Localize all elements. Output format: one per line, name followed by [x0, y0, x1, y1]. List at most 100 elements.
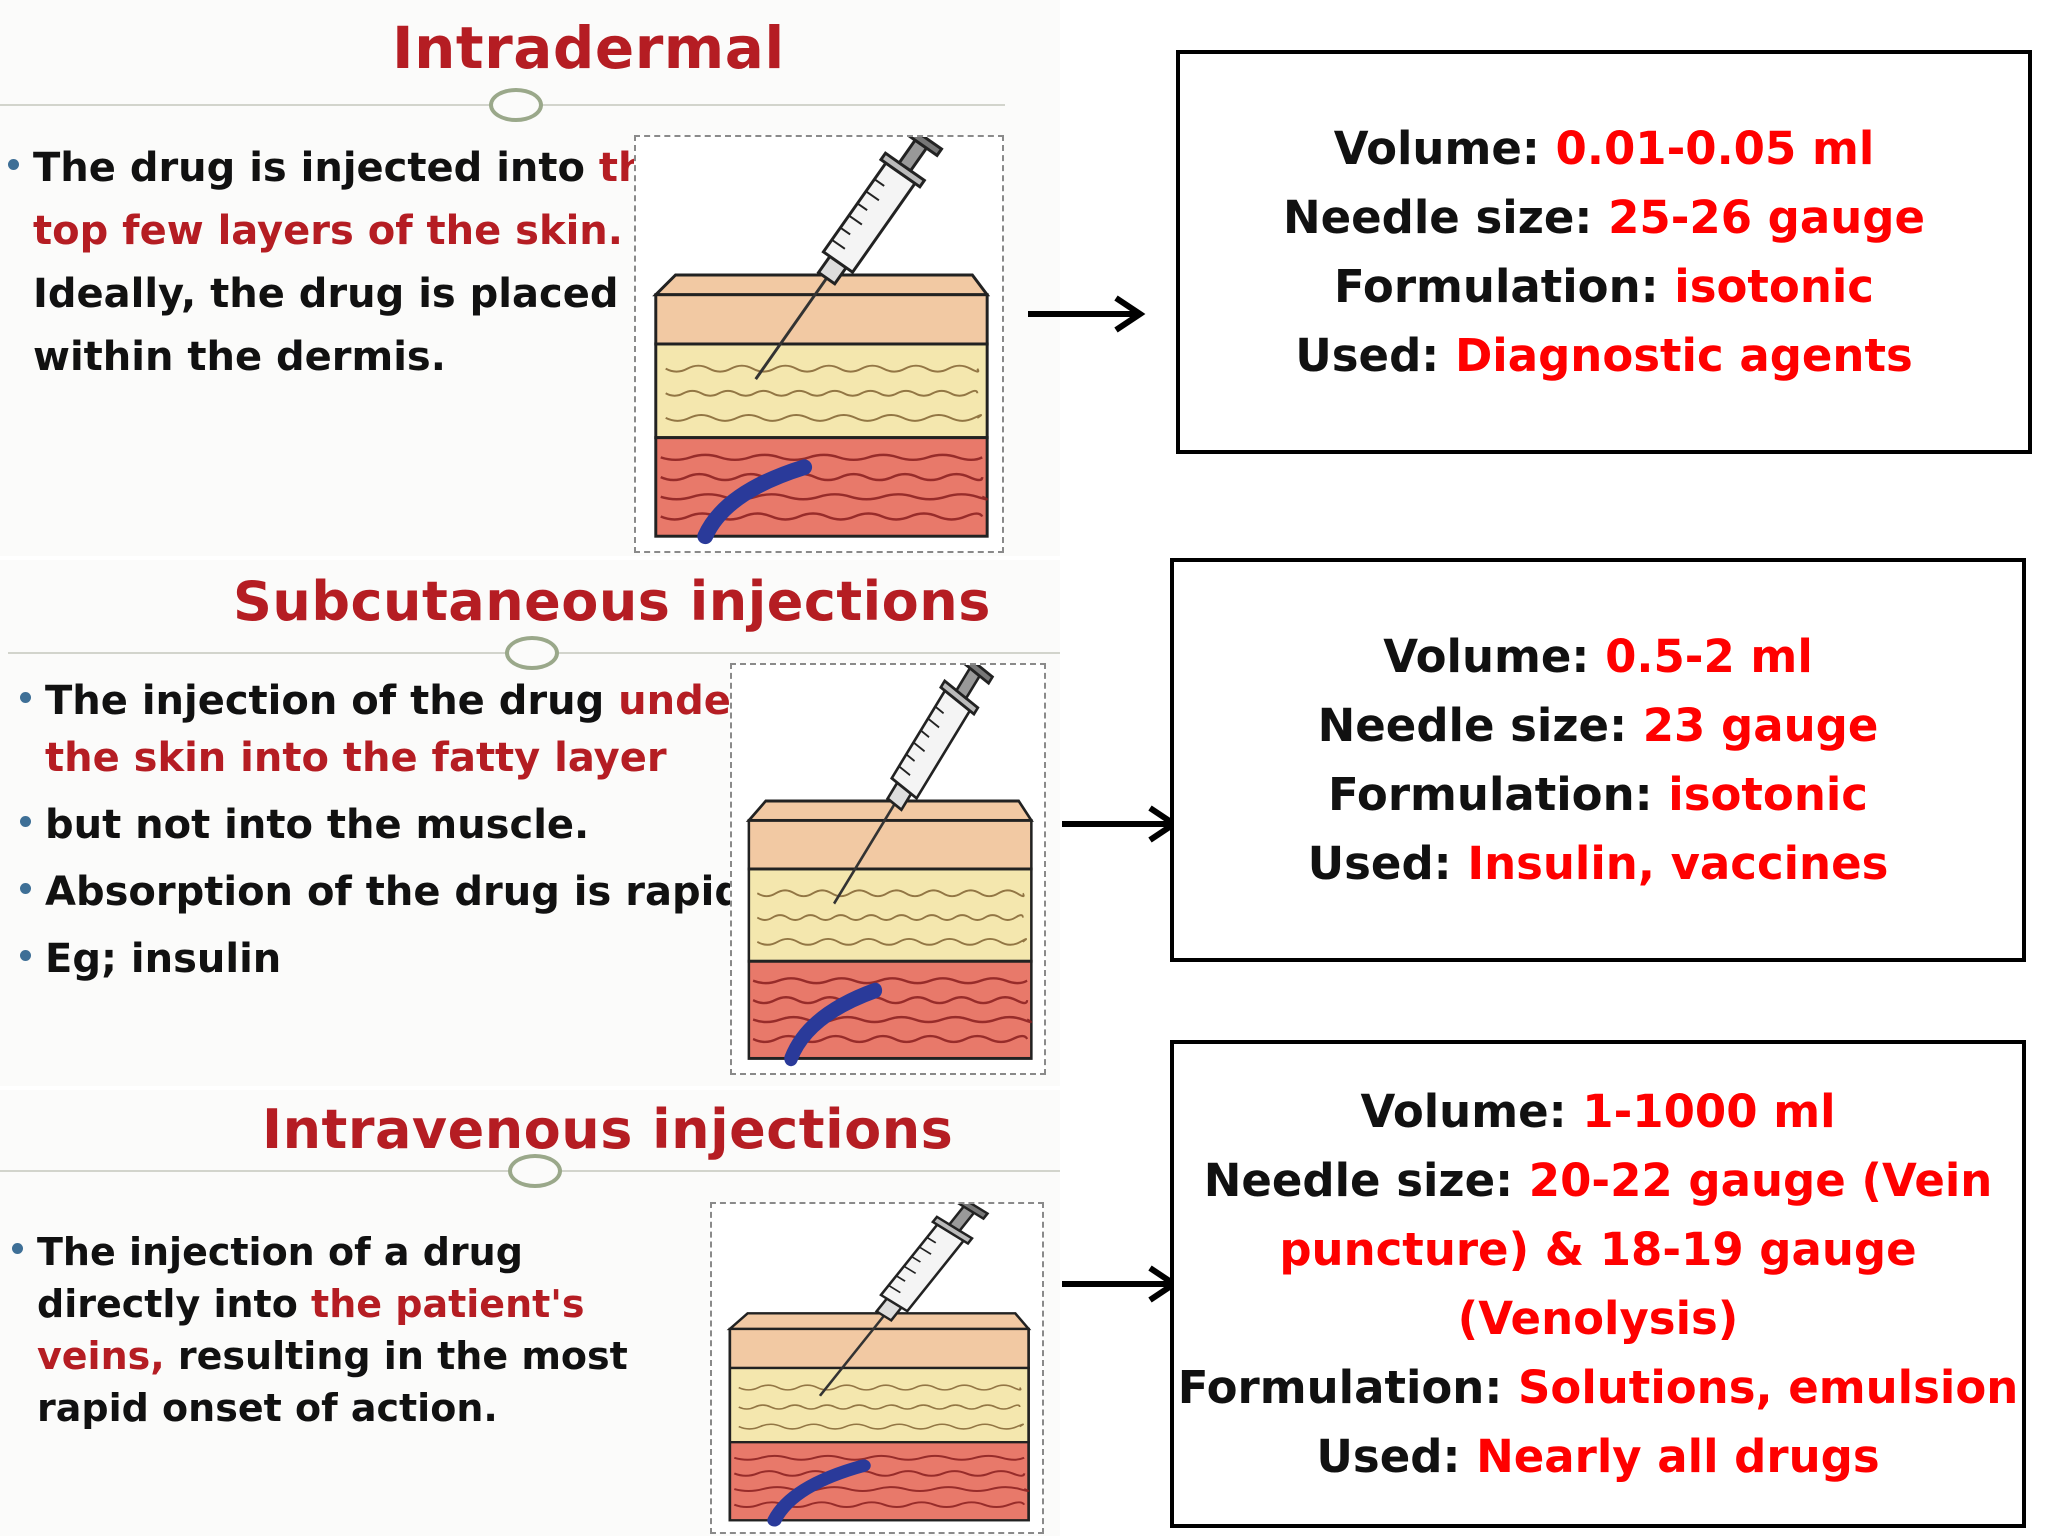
bullet-text: The injection of the drug: [45, 678, 619, 724]
detail-row: Volume: 1-1000 ml: [1360, 1077, 1835, 1146]
bullet-dot-icon: [12, 1243, 23, 1254]
detail-value: 25-26 gauge: [1608, 191, 1926, 244]
detail-value: Insulin, vaccines: [1467, 837, 1889, 890]
intradermal-panel: Intradermal The drug is injected into th…: [0, 0, 1060, 556]
bullet-text: Ideally, the drug is placed: [33, 271, 619, 317]
detail-label: Used:: [1307, 837, 1468, 890]
highlighted-text: under: [618, 678, 751, 724]
bullet-line: Absorption of the drug is rapid.: [20, 864, 758, 921]
detail-row: Needle size: 25-26 gauge: [1283, 183, 1925, 252]
bullet-line: the skin into the fatty layer: [20, 730, 758, 787]
bullet-text: directly into: [37, 1282, 312, 1326]
intravenous-details-box: Volume: 1-1000 ml Needle size: 20-22 gaug…: [1170, 1040, 2026, 1528]
subcutaneous-panel: Subcutaneous injections The injection of…: [0, 560, 1060, 1086]
bullet-line: veins, resulting in the most: [12, 1330, 628, 1382]
detail-label: Formulation:: [1177, 1361, 1519, 1414]
detail-label: Needle size:: [1203, 1154, 1529, 1207]
bullet-text: Absorption of the drug is rapid.: [45, 869, 759, 915]
syringe-skin-layers-illustration: [730, 663, 1046, 1075]
detail-label: Volume:: [1333, 122, 1556, 175]
detail-row: Volume: 0.5-2 ml: [1383, 622, 1813, 691]
detail-label: Volume:: [1383, 630, 1606, 683]
bullet-text: The injection of a drug: [37, 1230, 523, 1274]
bullet-line: but not into the muscle.: [20, 797, 758, 854]
highlighted-text: top few layers of the skin.: [33, 208, 623, 254]
subcutaneous-title: Subcutaneous injections: [233, 570, 991, 633]
bullet-item: The injection of the drug under the skin …: [20, 673, 758, 787]
bullet-item: Absorption of the drug is rapid.: [20, 864, 758, 921]
right-arrow-icon: [1028, 295, 1146, 333]
highlighted-text: the patient's: [311, 1282, 585, 1326]
bullet-line: directly into the patient's: [12, 1278, 628, 1330]
detail-row: puncture) & 18-19 gauge: [1279, 1215, 1916, 1284]
bullet-text: but not into the muscle.: [45, 802, 590, 848]
detail-value: 0.01-0.05 ml: [1555, 122, 1875, 175]
bullet-dot-icon: [20, 949, 31, 961]
bullet-item: The drug is injected into the top few lay…: [8, 137, 674, 389]
bullet-line: Eg; insulin: [20, 931, 758, 988]
detail-value: Nearly all drugs: [1476, 1430, 1880, 1483]
detail-value: 23 gauge: [1642, 699, 1879, 752]
detail-value: 1-1000 ml: [1582, 1085, 1836, 1138]
syringe-icon: [833, 665, 995, 905]
bullet-line: rapid onset of action.: [12, 1382, 628, 1434]
bullet-dot-icon: [20, 882, 31, 894]
bullet-dot-icon: [8, 158, 19, 170]
detail-row: Needle size: 23 gauge: [1318, 691, 1879, 760]
bullet-text: rapid onset of action.: [37, 1386, 498, 1430]
detail-row: Formulation: isotonic: [1328, 760, 1868, 829]
detail-label: Volume:: [1360, 1085, 1583, 1138]
bullet-text: Eg; insulin: [45, 936, 282, 982]
divider-ring-icon: [508, 1154, 562, 1188]
bullet-text: The drug is injected into: [33, 145, 599, 191]
right-arrow-icon: [1062, 1265, 1180, 1303]
detail-label: Needle size:: [1317, 699, 1643, 752]
detail-label: Used:: [1295, 329, 1455, 382]
divider-ring-icon: [489, 88, 543, 122]
intravenous-title: Intravenous injections: [262, 1098, 954, 1161]
subcutaneous-bullets: The injection of the drug under the skin …: [20, 673, 758, 988]
bullet-line: top few layers of the skin.: [8, 200, 674, 263]
detail-value: (Venolysis): [1457, 1292, 1739, 1345]
vein: [697, 459, 813, 545]
bullet-line: The injection of the drug under: [20, 673, 758, 730]
detail-value: isotonic: [1674, 260, 1874, 313]
detail-value: Solutions, emulsion: [1518, 1361, 2019, 1414]
highlighted-text: the skin into the fatty layer: [45, 735, 667, 781]
intradermal-title: Intradermal: [392, 14, 785, 82]
detail-value: Diagnostic agents: [1454, 329, 1913, 382]
highlighted-text: veins,: [37, 1334, 165, 1378]
vein: [767, 1459, 871, 1527]
bullet-dot-icon: [20, 691, 31, 703]
syringe-icon: [818, 1204, 990, 1397]
detail-value: 0.5-2 ml: [1605, 630, 1813, 683]
bullet-line: Ideally, the drug is placed: [8, 263, 674, 326]
vein: [784, 982, 883, 1067]
intravenous-panel: Intravenous injections The injection of …: [0, 1090, 1060, 1536]
detail-value: puncture) & 18-19 gauge: [1279, 1223, 1917, 1276]
detail-label: Formulation:: [1334, 260, 1675, 313]
bullet-item: Eg; insulin: [20, 931, 758, 988]
syringe-icon: [754, 137, 944, 380]
detail-row: Formulation: Solutions, emulsion: [1178, 1353, 2019, 1422]
syringe-skin-layers-illustration: [634, 135, 1004, 553]
divider-ring-icon: [505, 636, 559, 670]
right-arrow-icon: [1062, 805, 1180, 843]
detail-row: Volume: 0.01-0.05 ml: [1334, 114, 1875, 183]
detail-row: (Venolysis): [1458, 1284, 1739, 1353]
detail-label: Used:: [1316, 1430, 1477, 1483]
bullet-dot-icon: [20, 815, 31, 827]
bullet-item: but not into the muscle.: [20, 797, 758, 854]
detail-value: 20-22 gauge (Vein: [1528, 1154, 1993, 1207]
detail-value: isotonic: [1668, 768, 1868, 821]
bullet-text: resulting in the most: [164, 1334, 628, 1378]
detail-row: Used: Insulin, vaccines: [1308, 829, 1889, 898]
bullet-line: The drug is injected into the: [8, 137, 674, 200]
detail-row: Formulation: isotonic: [1334, 252, 1874, 321]
syringe-skin-layers-illustration: [710, 1202, 1044, 1534]
detail-row: Used: Nearly all drugs: [1316, 1422, 1879, 1491]
